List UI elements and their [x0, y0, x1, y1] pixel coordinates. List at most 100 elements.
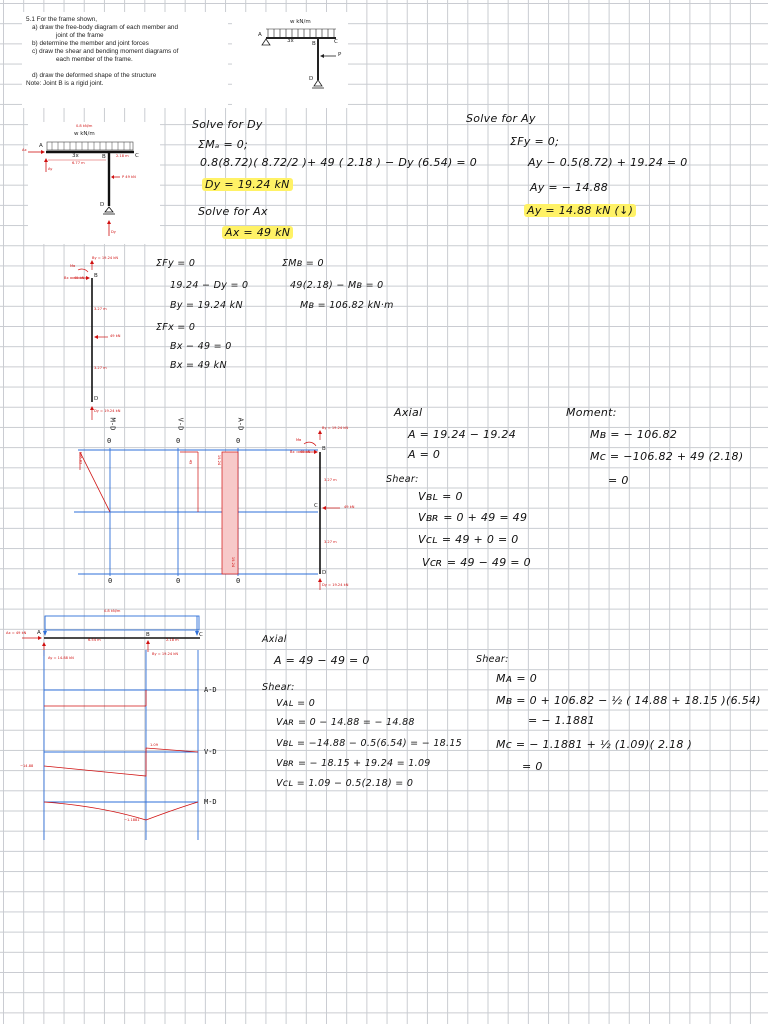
problem-line: c) draw the shear and bending moment dia…: [32, 48, 179, 55]
moment-ab-eq2: Mʙ = 0 + 106.82 − ½ ( 14.88 + 18.15 )(6.…: [496, 694, 761, 707]
eq-bd-by: By = 19.24 kN: [170, 300, 243, 311]
fbd-span-val: 6.77 m: [72, 161, 85, 165]
diagram-bd-zero: 0: [236, 437, 241, 445]
bd-p: 49 kN: [110, 334, 121, 338]
axial-bd-eq1: A = 19.24 − 19.24: [408, 428, 517, 441]
moment-ab-eq1: Mᴀ = 0: [496, 672, 538, 685]
eq-bd-mb2: 49(2.18) − Mʙ = 0: [290, 280, 384, 291]
fig-label-a: A: [258, 32, 262, 38]
ab-load: 0.8 kN/m: [104, 609, 121, 613]
eq-bd-bx: Bx = 49 kN: [170, 360, 227, 371]
moment-bd-eq1: Mʙ = − 106.82: [590, 428, 678, 441]
bd-label-b: B: [94, 273, 98, 279]
solve-dy-eq1: ΣMₐ = 0;: [198, 138, 249, 151]
diagram-bd-bot-zero: 0: [176, 577, 181, 585]
diagram-bd-bx: Bx = 49 kN: [290, 450, 311, 454]
bd-dy: Dy = 19.24 kN: [94, 409, 121, 413]
axial-bd-title: Axial: [394, 406, 423, 419]
diagram-bd-top-force: By = 19.24 kN: [322, 426, 349, 430]
problem-line: joint of the frame: [56, 32, 104, 39]
bd-label-d: D: [94, 396, 99, 402]
diagram-bd-p: 49 kN: [344, 505, 355, 509]
bd-bx: Bx = 49 kN: [64, 276, 85, 280]
moment-ab-title: Shear:: [476, 654, 509, 665]
fbd-load-top: 0.8 kN/m: [76, 124, 93, 128]
solve-dy-title: Solve for Dy: [192, 118, 263, 131]
shear-bd-eq4: Vᴄʀ = 49 − 49 = 0: [422, 556, 531, 569]
fbd-label-d: D: [100, 202, 105, 208]
shear-bd-eq2: Vʙʀ = 0 + 49 = 49: [418, 511, 528, 524]
ab-ad-label: A-D: [204, 686, 217, 694]
fig-p-label: P: [338, 52, 342, 58]
fbd-ay: Ay: [48, 167, 53, 171]
solve-ay-eq1: ΣFy = 0;: [510, 135, 560, 148]
ab-right-lbl: By = 19.24 kN: [152, 652, 179, 656]
ab-label-a: A: [37, 630, 41, 636]
ab-ay: Ay = 14.88 kN: [48, 656, 74, 660]
fbd-label-a: A: [39, 143, 43, 149]
ab-md-label: M-D: [204, 798, 217, 806]
diagram-bd-bot-zero: 0: [108, 577, 113, 585]
shear-ab-eq2: Vᴀʀ = 0 − 14.88 = − 14.88: [276, 717, 415, 728]
highlight: Dy = 19.24 kN: [202, 178, 293, 191]
moment-ab-eq3: = − 1.1881: [528, 714, 595, 727]
bd-len2: 3.27 m: [94, 366, 107, 370]
problem-line: a) draw the free-body diagram of each me…: [32, 24, 178, 31]
fbd-dy: Dy: [111, 230, 116, 234]
moment-bd-title: Moment:: [566, 406, 617, 419]
ab-bc: 2.18 m: [166, 638, 179, 642]
diagram-bd-len2: 3.27 m: [324, 540, 337, 544]
fig-label-b: B: [312, 41, 316, 47]
shear-bd-eq3: Vᴄʟ = 49 + 0 = 0: [418, 533, 519, 546]
shear-ab-eq5: Vᴄʟ = 1.09 − 0.5(2.18) = 0: [276, 778, 414, 789]
solve-ay-title: Solve for Ay: [466, 112, 536, 125]
eq-bd-fx2: Bx − 49 = 0: [170, 341, 232, 352]
fbd-bc-val: 2.18 m: [116, 154, 129, 158]
shear-ab-eq1: Vᴀʟ = 0: [276, 698, 316, 709]
axial-ab-eq1: A = 49 − 49 = 0: [274, 654, 370, 667]
highlight: Ax = 49 kN: [222, 226, 294, 239]
ab-m1: −1.1881: [124, 818, 140, 822]
shear-ab-eq3: Vʙʟ = −14.88 − 0.5(6.54) = − 18.15: [276, 738, 463, 749]
problem-line: b) determine the member and joint forces: [32, 40, 149, 47]
shear-ab-eq4: Vʙʀ = − 18.15 + 19.24 = 1.09: [276, 758, 431, 769]
shear-bd-title: Shear:: [386, 474, 419, 485]
fig-load-label: w kN/m: [290, 19, 311, 25]
axial-ab-title: Axial: [262, 634, 287, 645]
fig-span-label: 3x: [287, 38, 294, 44]
ab-label-b: B: [146, 632, 150, 638]
problem-line: 5.1 For the frame shown,: [26, 16, 98, 23]
diagram-bd-d: D: [322, 570, 327, 576]
solve-dy-result: Dy = 19.24 kN: [202, 178, 293, 191]
diagram-bd-zero: 0: [176, 437, 181, 445]
diagram-bd-bot-zero: 0: [236, 577, 241, 585]
eq-bd-fy: ΣFy = 0: [156, 258, 196, 269]
ab-span: 6.54 m: [88, 638, 101, 642]
diagram-bd-len1: 3.27 m: [324, 478, 337, 482]
diagram-bd-dy: Dy = 19.24 kN: [322, 583, 349, 587]
eq-bd-mb: ΣMʙ = 0: [282, 258, 324, 269]
ab-label-c: C: [199, 632, 203, 638]
problem-statement: 5.1 For the frame shown, a) draw the fre…: [22, 12, 228, 108]
eq-bd-fx: ΣFx = 0: [156, 322, 196, 333]
moment-bd-eq2: Mᴄ = −106.82 + 49 (2.18): [590, 450, 744, 463]
fig-label-d: D: [309, 76, 314, 82]
diagram-bd-c: C: [314, 503, 318, 509]
diagram-bd-b: B: [322, 446, 326, 452]
moment-ab-eq4: Mᴄ = − 1.1881 + ½ (1.09)( 2.18 ): [496, 738, 693, 751]
bd-mb: Mʙ: [70, 264, 76, 268]
eq-bd-fy2: 19.24 − Dy = 0: [170, 280, 249, 291]
ab-v2: 1.09: [150, 743, 159, 747]
highlight: Ay = 14.88 kN (↓): [524, 204, 637, 217]
ab-ax: Ax = 49 kN: [6, 631, 27, 635]
fbd-label-b: B: [102, 154, 106, 160]
problem-line: d) draw the deformed shape of the struct…: [32, 72, 157, 79]
problem-figure: [232, 12, 348, 108]
eq-bd-mb3: Mʙ = 106.82 kN·m: [300, 300, 394, 311]
fbd-label-c: C: [135, 153, 139, 159]
fbd-load: w kN/m: [74, 131, 95, 137]
